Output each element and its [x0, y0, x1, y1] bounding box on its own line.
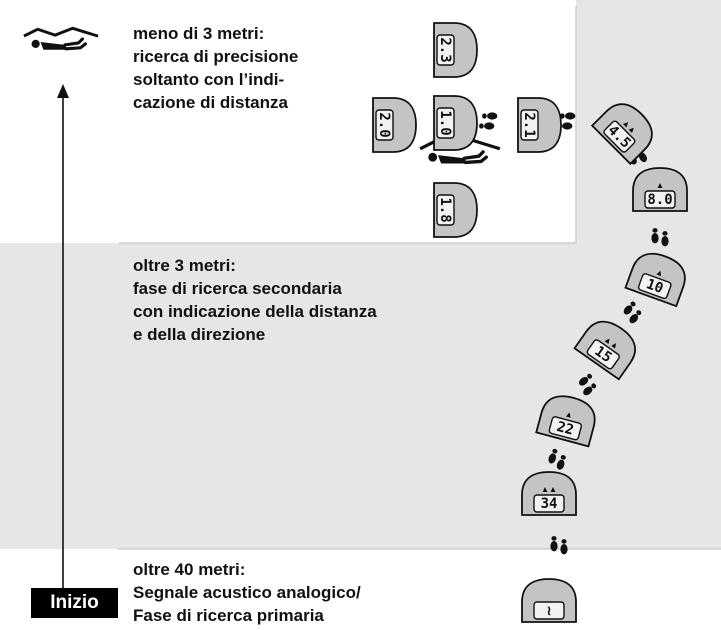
device-reading: 10 [644, 276, 665, 297]
mid-range-line: oltre 3 metri: [133, 256, 236, 275]
footprint-pair [577, 372, 598, 397]
footprint-right [479, 122, 495, 130]
mid-range-line: con indicazione della distanza [133, 302, 377, 321]
device-display [644, 190, 676, 209]
footprint-right [547, 447, 560, 465]
device-display [436, 194, 455, 226]
direction-arrow [628, 127, 634, 133]
near-range-line: ricerca di precisione [133, 47, 299, 66]
transceiver-device: 8.0 [632, 167, 688, 212]
transceiver-device: 15 [573, 320, 636, 381]
transceiver-device: 10 [624, 252, 686, 308]
mid-range-line: e della direzione [133, 325, 266, 344]
footprint-pair [621, 299, 644, 325]
device-reading: 34 [541, 496, 558, 512]
device-reading: 1.0 [437, 110, 453, 135]
device-reading: 1.8 [437, 197, 453, 222]
footprint-right [550, 536, 558, 552]
transceiver-devices: 2.3 2.0 1.0 2.1 1.8 4.5 8.0 10 15 22 34 ≀ [372, 22, 688, 623]
device-display [436, 34, 455, 66]
device-reading: 2.3 [437, 37, 453, 62]
device-display [603, 120, 636, 153]
start-arrow-head [57, 84, 69, 98]
footprint-left [661, 231, 669, 247]
far-zone-panel [0, 549, 721, 630]
device-display [375, 109, 394, 141]
transceiver-device: 1.8 [433, 182, 478, 238]
transceiver-device: 2.3 [433, 22, 478, 78]
transceiver-device: 1.0 [433, 95, 478, 151]
transceiver-device: 4.5 [590, 103, 653, 166]
transceiver-device: 34 [521, 471, 577, 516]
device-display [436, 107, 455, 139]
device-body [590, 103, 653, 166]
near-range-line: soltanto con l’indi- [133, 70, 285, 89]
far-range-line: Segnale acustico analogico/ [133, 583, 361, 602]
device-reading: 2.0 [376, 112, 392, 137]
device-display [548, 416, 583, 441]
near-range-line: meno di 3 metri: [133, 24, 265, 43]
footprint-left [560, 112, 576, 120]
direction-arrow [565, 412, 571, 418]
device-display [637, 273, 672, 300]
direction-arrow [623, 122, 629, 128]
direction-arrow [604, 338, 610, 344]
footprint-left [482, 112, 498, 120]
direction-arrow [550, 487, 556, 492]
footprint-right [651, 228, 659, 244]
device-display [586, 339, 620, 370]
footprint-left [560, 539, 568, 555]
device-display [533, 494, 565, 513]
near-zone-border [119, 6, 577, 244]
device-reading: ≀ [547, 604, 552, 619]
transceiver-device: ≀ [521, 578, 577, 623]
footprint-pair [547, 447, 568, 471]
device-reading: 22 [555, 419, 575, 439]
near-zone-panel [0, 0, 576, 243]
direction-arrow [656, 270, 661, 277]
near-range-text: meno di 3 metri: ricerca di precisione s… [133, 22, 298, 114]
transceiver-device: 2.0 [372, 97, 417, 153]
near-range-line: cazione di distanza [133, 93, 288, 112]
mid-range-line: fase di ricerca secondaria [133, 279, 342, 298]
far-range-line: Fase di ricerca primaria [133, 606, 324, 625]
footprint-right [621, 299, 638, 317]
footprint-right [577, 372, 594, 388]
device-display [533, 601, 565, 620]
device-body [624, 252, 686, 308]
far-range-line: oltre 40 metri: [133, 560, 246, 579]
direction-arrow [657, 183, 663, 188]
device-display [520, 109, 539, 141]
footprint-pair [651, 228, 669, 247]
device-reading: 15 [591, 343, 614, 366]
far-range-text: oltre 40 metri: Segnale acustico analogi… [133, 558, 361, 627]
transceiver-device: 22 [535, 395, 596, 448]
start-badge: Inizio [31, 588, 118, 618]
mid-range-text: oltre 3 metri: fase di ricerca secondari… [133, 254, 377, 346]
transceiver-device: 2.1 [517, 97, 562, 153]
device-reading: 8.0 [647, 192, 672, 208]
direction-arrow [542, 487, 548, 492]
device-reading: 2.1 [521, 112, 537, 137]
footprint-left [555, 453, 568, 471]
direction-arrow [611, 343, 617, 349]
